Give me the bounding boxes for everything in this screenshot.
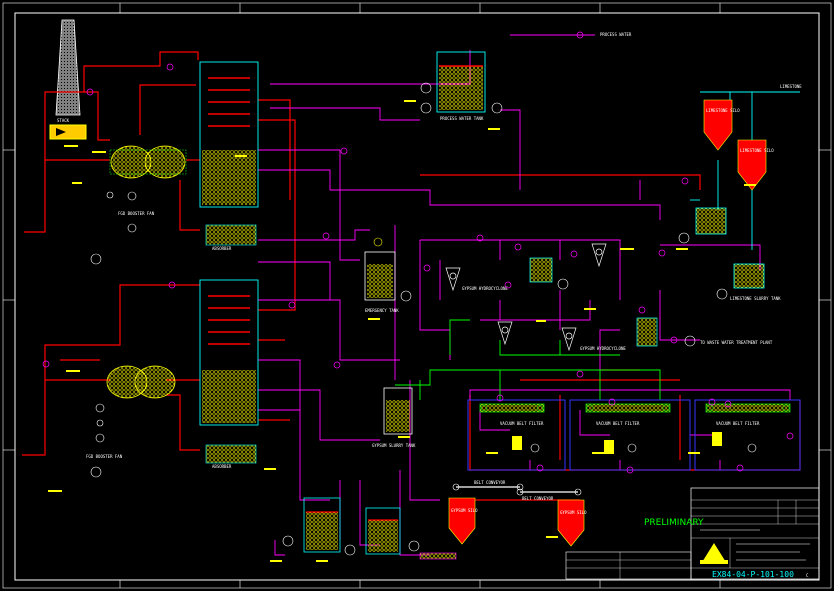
drawing-border — [14, 12, 820, 581]
emergency-tank-label: EMERGENCY TANK — [365, 308, 399, 313]
limestone-silo-1-label: LIMESTONE SILO — [706, 108, 740, 113]
revision-label: C — [806, 573, 809, 578]
limestone-slurry-tank: LIMESTONE SLURRY TANK — [678, 207, 781, 301]
booster-fan-2: FGD BOOSTER FAN — [86, 365, 176, 459]
belt-conveyors: BELT CONVEYOR BELT CONVEYOR — [452, 480, 582, 501]
belt-conveyor-1-label: BELT CONVEYOR — [474, 480, 506, 485]
title-block: PRELIMINARY EX84-04-P-101-100 C — [565, 487, 820, 580]
vacuum-filter-3-label: VACUUM BELT FILTER — [716, 421, 760, 426]
stack — [55, 19, 81, 116]
waste-water-stream: TO WASTE WATER TREATMENT PLANT — [700, 340, 773, 345]
limestone-silo-2: LIMESTONE SILO — [737, 139, 774, 191]
drawing-number: EX84-04-P-101-100 — [712, 570, 794, 579]
stack-label: STACK — [57, 118, 70, 123]
absorber-2-label: ABSORBER — [212, 464, 232, 469]
vacuum-filter-3: VACUUM BELT FILTER — [705, 403, 791, 453]
process-lines — [395, 319, 661, 400]
water-lines — [690, 91, 800, 250]
limestone-slurry-tank-label: LIMESTONE SLURRY TANK — [730, 296, 781, 301]
gypsum-silo-2: GYPSUM SILO — [557, 499, 587, 547]
gypsum-silo-1-label: GYPSUM SILO — [451, 508, 478, 513]
limestone-silo-1: LIMESTONE SILO — [703, 99, 740, 151]
gypsum-silo-2-label: GYPSUM SILO — [560, 510, 587, 515]
limestone-silo-2-label: LIMESTONE SILO — [740, 148, 774, 153]
flue-gas-lines — [22, 51, 801, 501]
hydrocyclone-1-label: GYPSUM HYDROCYCLONE — [462, 286, 508, 291]
belt-conveyor-2-label: BELT CONVEYOR — [522, 496, 554, 501]
process-water-tank-label: PROCESS WATER TANK — [440, 116, 484, 121]
absorber-1-label: ABSORBER — [212, 246, 232, 251]
gas-heater — [49, 124, 87, 140]
hydrocyclone-2-label: GYPSUM HYDROCYCLONE — [580, 346, 626, 351]
limestone-stream: LIMESTONE — [780, 84, 802, 89]
booster-fan-1: FGD BOOSTER FAN — [109, 145, 187, 233]
absorber-1: ABSORBER — [199, 61, 259, 251]
booster-fan-1-label: FGD BOOSTER FAN — [118, 211, 155, 216]
filter-loop-frames — [467, 399, 801, 471]
frame-ticks — [3, 3, 831, 588]
middle-tanks — [529, 257, 696, 347]
vacuum-filter-1: VACUUM BELT FILTER — [479, 403, 545, 453]
absorber-2: ABSORBER — [199, 279, 259, 469]
booster-fan-2-label: FGD BOOSTER FAN — [86, 454, 123, 459]
status-label: PRELIMINARY — [644, 518, 704, 528]
vacuum-filter-2-label: VACUUM BELT FILTER — [596, 421, 640, 426]
left-pumps — [90, 191, 114, 478]
process-water-tank: PROCESS WATER TANK — [420, 51, 503, 121]
vacuum-filter-1-label: VACUUM BELT FILTER — [500, 421, 544, 426]
vacuum-filter-2: VACUUM BELT FILTER — [585, 403, 671, 454]
process-water-stream: PROCESS WATER — [600, 32, 632, 37]
hydrocyclones — [445, 243, 607, 352]
gypsum-silo-1: GYPSUM SILO — [448, 497, 478, 545]
bottom-tanks — [282, 497, 457, 560]
gypsum-slurry-tank: GYPSUM SLURRY TANK — [372, 387, 416, 448]
emergency-tank: EMERGENCY TANK — [364, 237, 412, 313]
gypsum-slurry-tank-label: GYPSUM SLURRY TANK — [372, 443, 416, 448]
instrument-tags — [42, 63, 794, 474]
tag-marks — [48, 100, 756, 562]
